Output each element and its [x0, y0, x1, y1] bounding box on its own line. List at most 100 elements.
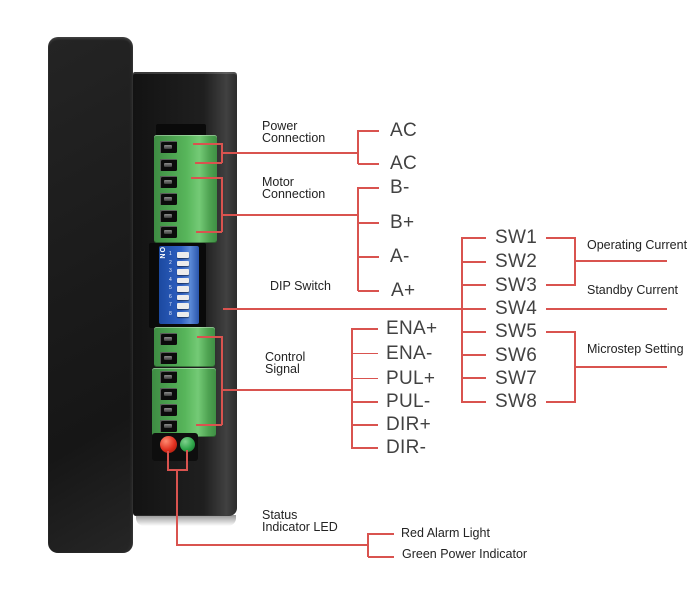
connector-line: [176, 544, 368, 546]
annotation-line: Status: [262, 508, 298, 522]
dip-number: 5: [169, 285, 172, 291]
screw-hole: [160, 352, 177, 364]
connector-line: [368, 533, 394, 535]
connector-line: [223, 308, 462, 310]
connector-line: [367, 533, 369, 557]
dip-lever: [177, 286, 189, 292]
connector-line: [574, 237, 576, 286]
dip-number: 2: [169, 259, 172, 266]
connector-line: [222, 389, 352, 391]
dip-number: 6: [169, 293, 172, 300]
connector-line: [461, 377, 486, 379]
connector-line: [358, 130, 379, 132]
pin-label-sw8: SW8: [495, 391, 538, 412]
connector-line: [176, 469, 178, 545]
connector-line: [461, 331, 486, 333]
panel-bottom-shadow: [136, 515, 236, 526]
pin-label-sw7: SW7: [495, 367, 538, 389]
red-alarm-led: [160, 436, 177, 453]
annotation-status-indicator-led: Status Indicator LED: [262, 508, 338, 534]
connector-line: [574, 331, 576, 403]
power-motor-terminal-block: [154, 135, 217, 243]
connector-line: [368, 556, 394, 558]
pin-label-b-plus: B+: [390, 212, 415, 233]
mounting-plate: [48, 37, 133, 553]
annotation-standby-current: Standby Current: [587, 283, 679, 297]
pin-label-pul-minus: PUL-: [386, 391, 431, 412]
connector-line: [461, 261, 486, 263]
screw-hole: [160, 210, 177, 222]
connector-line: [358, 222, 379, 224]
connector-line: [222, 214, 358, 216]
green-power-led: [180, 437, 195, 452]
connector-line: [167, 469, 188, 471]
connector-line: [358, 290, 379, 292]
dip-switch: 1 2 3 4 5 6 7 8: [159, 246, 199, 324]
connector-line: [352, 352, 378, 354]
connector-line: [461, 284, 486, 286]
pin-label-b-minus: B-: [390, 177, 410, 198]
dip-lever: [177, 277, 189, 283]
screw-hole: [160, 388, 177, 400]
screw-hole: [160, 333, 177, 345]
connector-line: [167, 451, 169, 470]
pin-label-pul-plus: PUL+: [386, 367, 436, 389]
screw-hole: [160, 371, 177, 383]
dip-lever: [177, 260, 189, 266]
dip-number: 3: [169, 268, 172, 274]
connector-line: [193, 143, 222, 145]
connector-line: [575, 366, 667, 368]
connector-line: [546, 237, 575, 239]
annotation-line: Motor: [262, 175, 294, 189]
dip-number: 4: [169, 276, 172, 283]
annotation-line: Control: [265, 350, 306, 364]
pin-label-sw3: SW3: [495, 274, 538, 296]
connector-line: [358, 187, 379, 189]
pin-label-a-minus: A-: [390, 246, 410, 267]
pin-label-a-plus: A+: [391, 280, 416, 301]
connector-line: [546, 401, 575, 403]
pin-label-ena-plus: ENA+: [386, 318, 438, 339]
screw-hole: [160, 193, 177, 205]
annotation-line: Signal: [265, 361, 300, 376]
pin-label-sw6: SW6: [495, 344, 538, 366]
pin-label-dir-minus: DIR-: [386, 437, 427, 458]
connector-line: [357, 130, 359, 164]
annotation-dip-switch: DIP Switch: [270, 279, 331, 293]
connector-line: [575, 260, 667, 262]
screw-hole: [160, 420, 177, 432]
annotation-line: Connection: [262, 186, 326, 201]
connector-line: [461, 237, 486, 239]
connector-line: [196, 424, 222, 426]
connector-line: [461, 401, 486, 403]
pin-label-sw4: SW4: [495, 298, 538, 319]
dip-number: 8: [169, 310, 172, 317]
connector-line: [351, 328, 353, 449]
screw-hole: [160, 159, 177, 171]
connector-line: [358, 256, 379, 258]
connector-line: [191, 177, 222, 179]
annotation-power-connection: Power Connection: [262, 119, 325, 144]
dip-on-label: ON: [158, 247, 165, 260]
connector-line: [222, 152, 358, 154]
connector-line: [352, 424, 378, 426]
connector-line: [461, 308, 486, 310]
connector-line: [357, 187, 359, 291]
connector-line: [221, 177, 223, 232]
screw-hole: [160, 404, 177, 416]
annotation-operating-current: Operating Current: [587, 238, 688, 252]
connector-line: [546, 284, 575, 286]
connector-line: [546, 308, 667, 310]
annotation-line: Indicator LED: [262, 519, 338, 534]
pin-label-sw2: SW2: [495, 251, 538, 272]
pin-label-ena-minus: ENA-: [386, 342, 433, 364]
control-terminal-2pin: [154, 327, 215, 367]
connector-line: [358, 163, 379, 165]
annotation-red-alarm-light: Red Alarm Light: [401, 526, 490, 540]
annotation-line: Power: [262, 119, 298, 133]
annotation-green-power-indicator: Green Power Indicator: [402, 547, 528, 561]
screw-hole: [160, 141, 177, 153]
connector-line: [352, 377, 378, 379]
screw-hole: [160, 176, 177, 188]
connector-line: [352, 447, 378, 449]
